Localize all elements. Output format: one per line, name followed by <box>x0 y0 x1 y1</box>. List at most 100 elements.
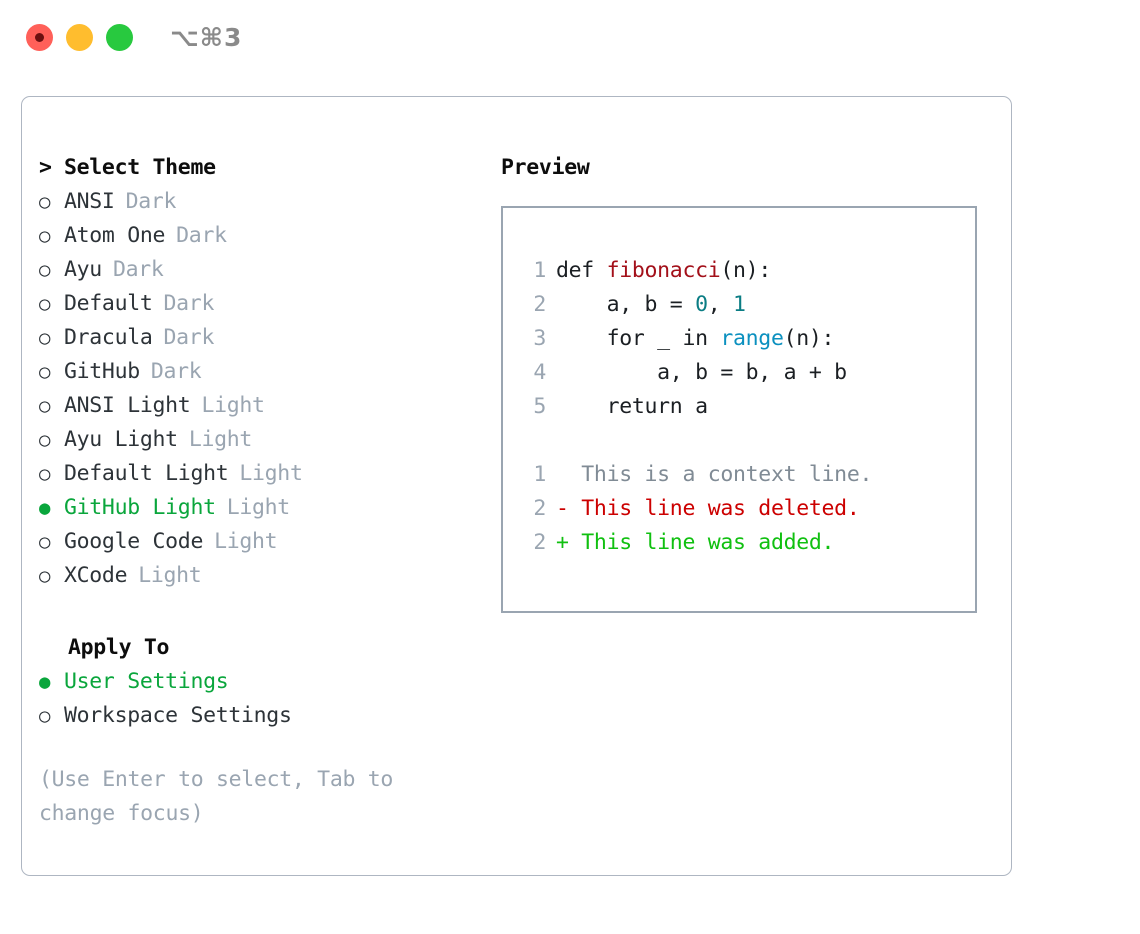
apply-to-option-user-settings[interactable]: ● User Settings <box>39 665 479 699</box>
theme-variant-badge: Light <box>214 529 278 554</box>
radio-unselected-icon: ○ <box>39 361 51 383</box>
theme-option-label: XCode <box>64 563 128 588</box>
code-line: 3 for _ in range(n): <box>522 322 975 356</box>
line-number: 4 <box>533 360 546 385</box>
diff-line-text: + This line was added. <box>556 530 835 555</box>
radio-unselected-icon: ○ <box>39 395 51 417</box>
theme-option-ayu-light[interactable]: ○ Ayu Light Light <box>39 423 479 457</box>
diff-line-add: 2 + This line was added. <box>522 526 975 560</box>
theme-option-github-light[interactable]: ● GitHub Light Light <box>39 491 479 525</box>
apply-to-option-list: ● User Settings ○ Workspace Settings <box>39 665 479 733</box>
keyboard-hint-line-2: change focus) <box>39 801 204 826</box>
theme-variant-badge: Light <box>138 563 202 588</box>
code-line: 1 def fibonacci(n): <box>522 254 975 288</box>
line-number: 1 <box>533 258 546 283</box>
keyboard-hint-line-1: (Use Enter to select, Tab to <box>39 767 394 792</box>
theme-variant-badge: Light <box>188 427 253 452</box>
line-number: 2 <box>533 496 546 521</box>
line-number: 3 <box>533 326 546 351</box>
code-token-num: 1 <box>733 292 746 317</box>
theme-option-label: GitHub Light <box>64 495 216 520</box>
theme-option-xcode[interactable]: ○ XCode Light <box>39 559 479 593</box>
code-line: 5 return a <box>522 390 975 424</box>
select-theme-label: Select Theme <box>64 155 216 180</box>
line-number: 2 <box>533 530 546 555</box>
radio-selected-icon: ● <box>39 671 51 693</box>
window-title: ⌥⌘3 <box>170 23 243 52</box>
line-number: 2 <box>533 292 546 317</box>
theme-option-github[interactable]: ○ GitHub Dark <box>39 355 479 389</box>
title-bar: ⌥⌘3 <box>0 0 1140 78</box>
radio-unselected-icon: ○ <box>39 531 51 553</box>
code-token-num: 0 <box>695 292 708 317</box>
diff-line-ctx: 1 This is a context line. <box>522 458 975 492</box>
theme-variant-badge: Light <box>239 461 303 486</box>
keyboard-hint: (Use Enter to select, Tab to change focu… <box>39 763 439 831</box>
radio-unselected-icon: ○ <box>39 705 51 727</box>
theme-option-label: Default Light <box>64 461 229 486</box>
code-token-plain: (n): <box>720 258 771 283</box>
radio-unselected-icon: ○ <box>39 191 51 213</box>
line-number: 5 <box>533 394 546 419</box>
code-token-fn: fibonacci <box>606 258 721 283</box>
theme-option-label: GitHub <box>64 359 140 384</box>
apply-to-option-label: Workspace Settings <box>64 703 292 728</box>
radio-unselected-icon: ○ <box>39 463 51 485</box>
close-window-button[interactable] <box>26 24 53 51</box>
minimize-window-button[interactable] <box>66 24 93 51</box>
theme-variant-badge: Dark <box>176 223 227 248</box>
theme-option-label: Ayu Light <box>64 427 178 452</box>
code-token-plain: (n): <box>783 326 835 351</box>
theme-option-ayu[interactable]: ○ Ayu Dark <box>39 253 479 287</box>
theme-option-default-light[interactable]: ○ Default Light Light <box>39 457 479 491</box>
preview-title: Preview <box>501 155 590 180</box>
spacer <box>39 733 479 763</box>
theme-variant-badge: Light <box>201 393 265 418</box>
radio-selected-icon: ● <box>39 497 51 519</box>
theme-option-label: Atom One <box>64 223 166 248</box>
code-token-plain: def <box>556 258 607 283</box>
radio-unselected-icon: ○ <box>39 565 51 587</box>
spacer <box>39 593 479 631</box>
caret-icon: > <box>39 155 52 180</box>
spacer <box>522 424 975 458</box>
radio-unselected-icon: ○ <box>39 327 51 349</box>
theme-variant-badge: Dark <box>112 257 164 282</box>
radio-unselected-icon: ○ <box>39 293 51 315</box>
code-token-kw: range <box>720 326 784 351</box>
apply-to-option-workspace-settings[interactable]: ○ Workspace Settings <box>39 699 479 733</box>
window-controls <box>26 24 133 51</box>
theme-variant-badge: Dark <box>163 325 215 350</box>
code-token-plain: , <box>707 292 734 317</box>
theme-variant-badge: Dark <box>150 359 202 384</box>
apply-to-option-label: User Settings <box>64 669 229 694</box>
line-number: 1 <box>533 462 546 487</box>
theme-option-dracula[interactable]: ○ Dracula Dark <box>39 321 479 355</box>
theme-option-google-code[interactable]: ○ Google Code Light <box>39 525 479 559</box>
theme-variant-badge: Dark <box>125 189 177 214</box>
code-line: 4 a, b = b, a + b <box>522 356 975 390</box>
theme-variant-badge: Light <box>226 495 291 520</box>
theme-option-label: Google Code <box>64 529 204 554</box>
radio-unselected-icon: ○ <box>39 429 51 451</box>
diff-sample: 1 This is a context line.2- This line wa… <box>522 458 975 560</box>
radio-unselected-icon: ○ <box>39 259 51 281</box>
diff-line-text: This is a context line. <box>556 462 873 487</box>
code-line: 2 a, b = 0, 1 <box>522 288 975 322</box>
code-token-plain: a, b = <box>556 292 696 317</box>
theme-option-label: Dracula <box>64 325 153 350</box>
theme-option-label: Ayu <box>64 257 102 282</box>
maximize-window-button[interactable] <box>106 24 133 51</box>
code-token-plain: for _ in <box>556 326 721 351</box>
select-theme-header: > Select Theme <box>39 151 479 185</box>
theme-option-label: Default <box>64 291 153 316</box>
